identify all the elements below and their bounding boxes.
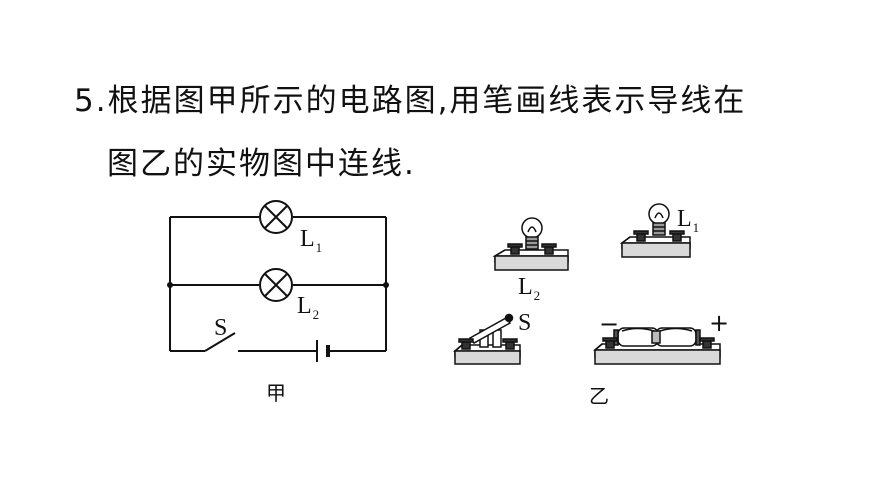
lamp-l2-symbol — [259, 268, 293, 302]
caption-jia: 甲 — [266, 381, 286, 405]
label-battery-minus: − — [599, 310, 619, 338]
label-s-physical: S — [518, 310, 531, 336]
label-l2-physical: L2 — [518, 274, 540, 303]
question-line-1: 5.根据图甲所示的电路图,用笔画线表示导线在 — [74, 83, 747, 119]
label-s-schematic: S — [214, 315, 227, 341]
battery-symbol — [316, 340, 330, 362]
junction-right — [383, 282, 389, 288]
question-line-2: 图乙的实物图中连线. — [107, 146, 416, 182]
label-battery-plus: + — [709, 309, 729, 337]
circuit-schematic — [167, 200, 389, 362]
label-l1-physical: L1 — [677, 206, 699, 235]
lamp-l1-symbol — [259, 200, 293, 234]
physical-battery — [592, 327, 721, 365]
caption-yi: 乙 — [589, 384, 609, 408]
physical-lamp-l2 — [492, 217, 569, 271]
label-l2-schematic: L2 — [297, 293, 319, 322]
junction-left — [167, 282, 173, 288]
physical-lamp-l1 — [619, 203, 691, 258]
switch-symbol — [204, 332, 236, 352]
label-l1-schematic: L1 — [300, 226, 322, 255]
physical-switch — [452, 313, 521, 365]
